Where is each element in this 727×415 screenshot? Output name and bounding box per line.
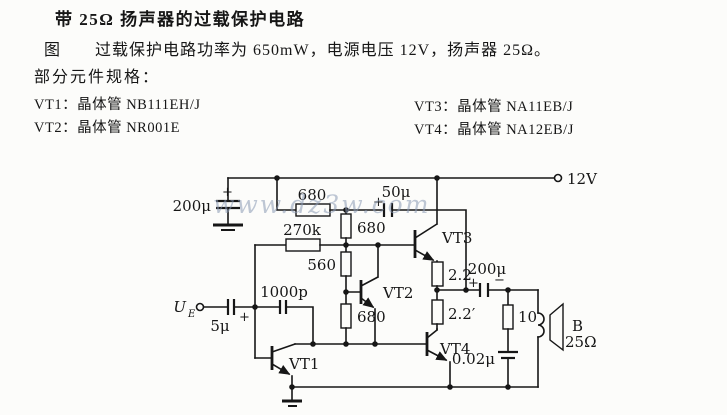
page-title: 带 25Ω 扬声器的过载保护电路: [55, 10, 306, 29]
r-10-label: 10: [518, 308, 537, 326]
spec-vt2: VT2：晶体管 NR001E: [34, 120, 180, 136]
r-22b-label: 2.2′: [448, 305, 476, 323]
ground-rail: [282, 386, 539, 407]
transistor-vt4: VT4: [425, 328, 470, 388]
capacitor-200u-rail: + 200μ: [173, 177, 243, 231]
capacitor-1000p: 1000p: [254, 283, 314, 345]
minus-sign: −: [494, 273, 505, 288]
speaker-name-label: B: [572, 317, 583, 335]
r-560-label: 560: [307, 256, 336, 274]
plus-sign: +: [239, 310, 250, 325]
spec-vt1: VT1：晶体管 NB111EH/J: [34, 97, 201, 113]
speaker: B 25Ω: [537, 289, 597, 388]
input-label: U: [173, 298, 187, 316]
spec-vt3: VT3：晶体管 NA11EB/J: [414, 99, 574, 115]
transistor-vt3: VT3: [413, 177, 472, 263]
cap-002u-label: 0.02μ: [452, 350, 495, 368]
vt4-label: VT4: [439, 340, 470, 358]
figure-caption: 图 过载保护电路功率为 650mW，电源电压 12V，扬声器 25Ω。: [44, 36, 551, 60]
r-270k-label: 270k: [283, 221, 322, 239]
cap-200u-out-label: 200μ: [468, 260, 507, 278]
plus-sign: +: [222, 185, 233, 200]
figure-label: 图: [44, 42, 62, 59]
r-680-top-label: 680: [298, 186, 327, 204]
zobel-network: 10 0.02μ: [452, 289, 537, 388]
plus-sign: +: [373, 195, 384, 210]
capacitor-50u-bootstrap: + 50μ: [373, 183, 467, 291]
junction-dots: [252, 175, 511, 390]
r-22-label: 2.2: [448, 266, 472, 284]
capacitor-200u-out: + − 200μ: [436, 260, 539, 297]
r-680-low-label: 680: [357, 308, 386, 326]
input-terminal: [195, 302, 205, 312]
speaker-ohm-label: 25Ω: [565, 333, 597, 351]
plus-sign: +: [468, 276, 479, 291]
input-section: U E + 5μ: [173, 244, 256, 359]
spec-heading: 部分元件规格：: [34, 69, 161, 86]
vt3-label: VT3: [441, 229, 472, 247]
supply-terminal: [553, 173, 563, 183]
resistor-270k: 270k: [254, 221, 416, 252]
resistor-560: 560: [307, 251, 352, 305]
resistor-680-low: 680: [340, 303, 386, 345]
power-rail: 12V: [227, 170, 598, 188]
spec-vt4: VT4：晶体管 NA12EB/J: [414, 122, 574, 138]
input-label-sub: E: [187, 309, 196, 320]
resistor-2.2-prime: 2.2′: [431, 299, 476, 330]
transistor-vt1: VT1: [254, 342, 319, 388]
cap-200u-rail-label: 200μ: [173, 197, 212, 215]
r-680-mid-label: 680: [357, 219, 386, 237]
resistor-2.2: 2.2: [431, 261, 472, 301]
resistor-680-top: 680: [276, 177, 385, 217]
cap-1000p-label: 1000p: [260, 283, 308, 301]
cap-50u-label: 50μ: [382, 183, 411, 201]
figure-description: 过载保护电路功率为 650mW，电源电压 12V，扬声器 25Ω。: [95, 42, 552, 59]
cap-5u-label: 5μ: [210, 317, 230, 335]
speaker-cone: [549, 302, 564, 352]
vt2-label: VT2: [382, 284, 413, 302]
transistor-vt2: VT2: [345, 244, 413, 345]
vt1-label: VT1: [288, 355, 319, 373]
supply-label: 12V: [567, 170, 598, 188]
